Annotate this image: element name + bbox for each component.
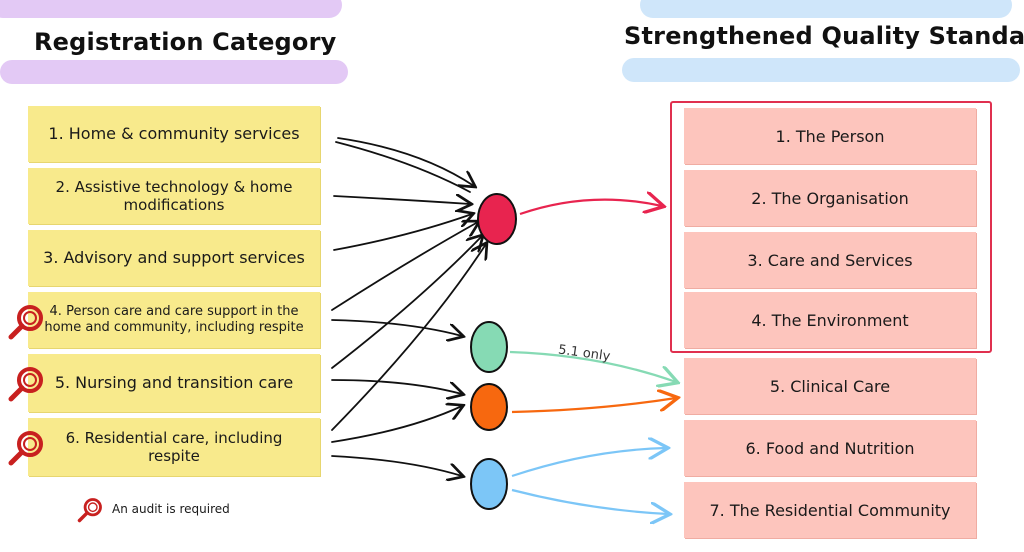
arrow-blue-to-food: [511, 448, 666, 478]
standard-item-2: 2. The Organisation: [684, 170, 976, 226]
header-highlight-right: [622, 58, 1020, 82]
legend-label: An audit is required: [112, 502, 230, 516]
standard-item-7: 7. The Residential Community: [684, 482, 976, 538]
registration-item-3-label: 3. Advisory and support services: [43, 248, 305, 268]
connector-6-blue: [331, 455, 462, 476]
connector-4-core: [331, 222, 478, 311]
registration-item-2: 2. Assistive technology & home modificat…: [28, 168, 320, 224]
standard-item-5-label: 5. Clinical Care: [769, 376, 891, 396]
connector-6-orange: [331, 406, 462, 443]
standard-item-2-label: 2. The Organisation: [751, 188, 909, 208]
standard-item-6: 6. Food and Nutrition: [684, 420, 976, 476]
registration-item-5-label: 5. Nursing and transition care: [54, 373, 294, 393]
arrow-core-to-standards: [519, 200, 662, 216]
node-blue: [470, 458, 508, 510]
registration-item-2-label: 2. Assistive technology & home modificat…: [55, 178, 293, 214]
header-highlight-top-left: [0, 0, 342, 18]
standard-item-3-label: 3. Care and Services: [747, 250, 913, 270]
audit-magnifier-icon-4: [8, 305, 43, 340]
arrow-blue-to-community: [511, 488, 668, 514]
legend-magnifier-icon: [77, 498, 102, 523]
arrow-green-to-clinical: [509, 350, 676, 382]
left-heading: Registration Category: [34, 28, 337, 56]
header-highlight-top-right: [640, 0, 1012, 18]
standard-item-7-label: 7. The Residential Community: [709, 500, 951, 520]
audit-magnifier-icon-5: [8, 367, 43, 402]
core-standards-frame: [670, 101, 992, 353]
standard-item-1: 1. The Person: [684, 108, 976, 164]
standard-item-3: 3. Care and Services: [684, 232, 976, 288]
connector-1-core: [337, 137, 474, 186]
connector-4-green: [331, 319, 462, 336]
audit-magnifier-icon-6: [8, 431, 43, 466]
connector-6-core: [331, 244, 486, 431]
registration-item-4: 4. Person care and care support in the h…: [28, 292, 320, 348]
arrow-orange-to-clinical: [511, 398, 676, 414]
standard-item-5: 5. Clinical Care: [684, 358, 976, 414]
node-green: [470, 321, 508, 373]
connector-5-core: [331, 236, 482, 369]
connector-5-orange: [331, 379, 462, 394]
registration-item-4-label: 4. Person care and care support in the h…: [44, 304, 304, 335]
connector-1-core-b: [335, 141, 471, 193]
registration-item-5: 5. Nursing and transition care: [28, 354, 320, 412]
connector-3-core: [333, 214, 472, 251]
registration-item-6: 6. Residential care, including respite: [28, 418, 320, 476]
standard-item-1-label: 1. The Person: [775, 126, 885, 146]
standard-item-4: 4. The Environment: [684, 292, 976, 348]
header-highlight-left: [0, 60, 348, 84]
registration-item-1-label: 1. Home & community services: [48, 124, 300, 144]
node-core: [477, 193, 517, 245]
standard-item-6-label: 6. Food and Nutrition: [745, 438, 915, 458]
registration-item-3: 3. Advisory and support services: [28, 230, 320, 286]
registration-item-6-label: 6. Residential care, including respite: [65, 429, 283, 465]
right-heading: Strengthened Quality Standard: [624, 22, 1024, 50]
connector-2-core: [333, 196, 470, 204]
standard-item-4-label: 4. The Environment: [751, 310, 909, 330]
node-orange: [470, 383, 508, 431]
registration-item-1: 1. Home & community services: [28, 106, 320, 162]
